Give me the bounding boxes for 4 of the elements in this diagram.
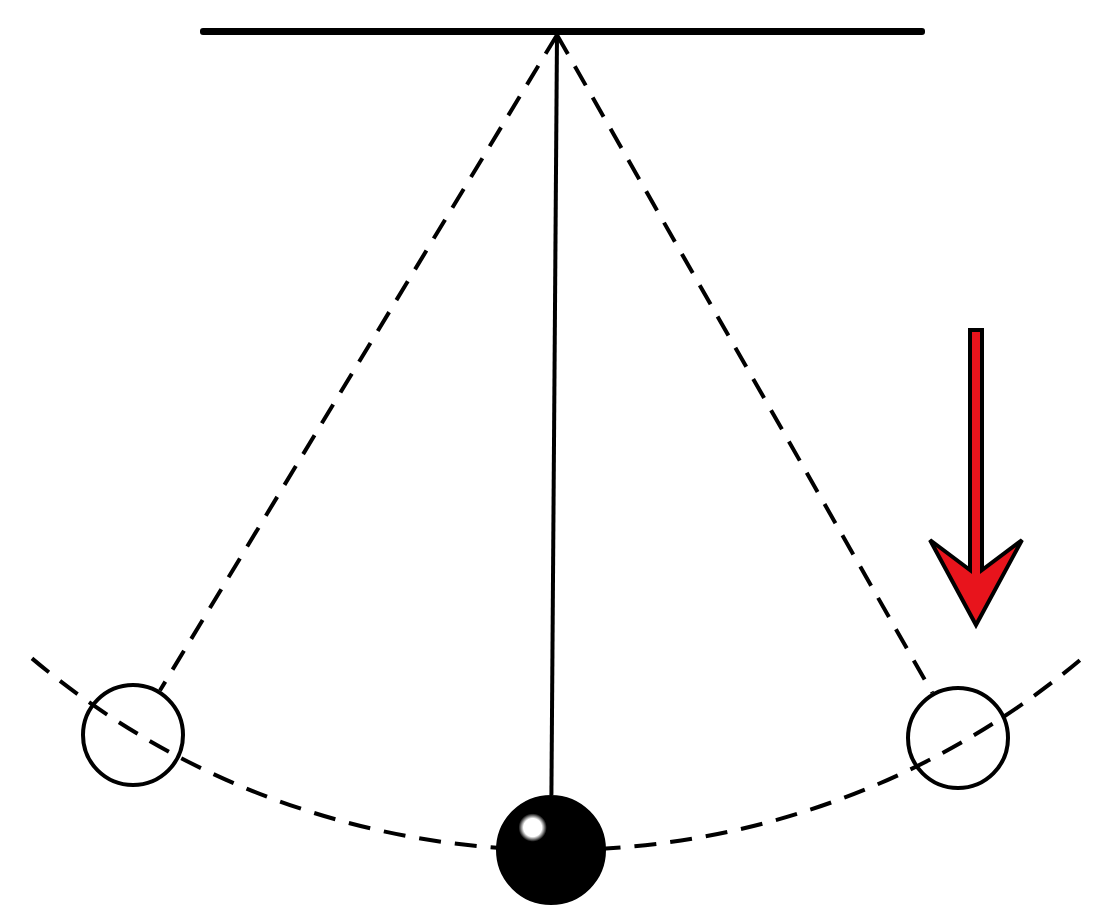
pendulum-string bbox=[555, 34, 934, 694]
pendulum-bob bbox=[81, 683, 185, 787]
pendulum-bob bbox=[906, 686, 1010, 790]
ceiling-bar bbox=[200, 28, 925, 35]
